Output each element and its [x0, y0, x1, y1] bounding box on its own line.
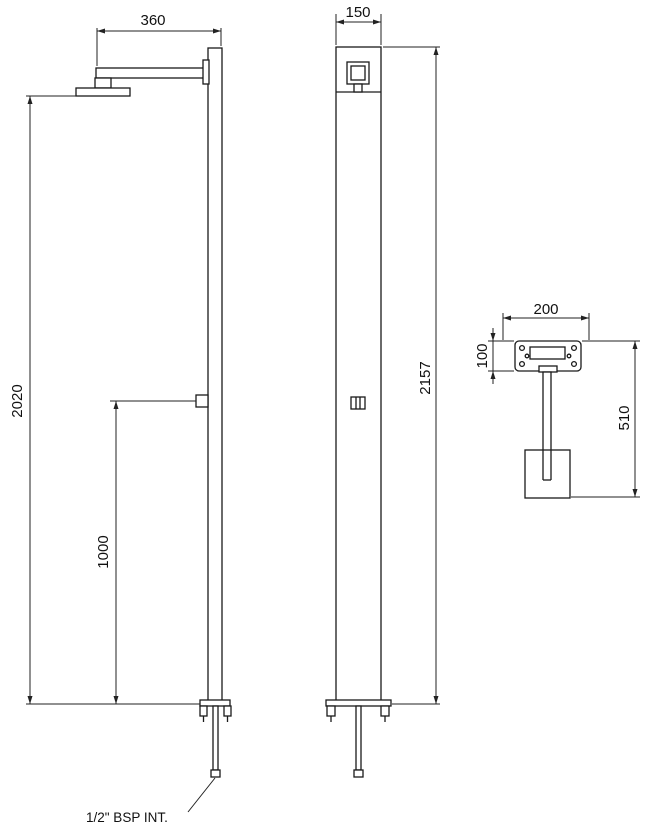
side-supply-pipe [212, 705, 219, 771]
dim-head-height: 2020 [9, 384, 26, 417]
side-pipe-fitting [210, 769, 221, 778]
shower-head [75, 87, 131, 97]
front-pipe-fitting [353, 769, 364, 778]
front-base-plate [325, 699, 392, 707]
side-base-plate [199, 699, 231, 707]
front-foot-left [326, 705, 336, 717]
dim-base-offset: 510 [616, 405, 633, 430]
base-view: 200 100 510 [474, 301, 640, 499]
base-head-outline [524, 449, 571, 499]
front-head-inner [350, 65, 366, 81]
side-foot-left [199, 705, 208, 717]
front-column [335, 46, 382, 705]
dim-arm-reach: 360 [140, 12, 165, 29]
base-arm-connector [538, 365, 558, 373]
bolt-hole-ml [524, 353, 530, 359]
bolt-hole-br [570, 360, 578, 368]
side-column [207, 47, 223, 705]
bolt-hole-mr [566, 353, 572, 359]
dim-mixer-height: 1000 [95, 535, 112, 568]
bolt-hole-tr [570, 344, 578, 352]
front-head-neck [353, 83, 363, 93]
front-foot-right [380, 705, 390, 717]
dim-column-width: 150 [345, 4, 370, 21]
side-view: 360 2020 1000 1/2" BSP INT. [9, 12, 232, 825]
side-foot-right [223, 705, 232, 717]
arm-wall-flange [202, 59, 210, 85]
front-mixer [350, 396, 366, 410]
dim-base-depth: 100 [474, 343, 491, 368]
dim-total-height: 2157 [417, 361, 434, 394]
side-mixer [195, 394, 209, 408]
shower-head-neck [94, 77, 112, 89]
dim-base-width: 200 [533, 301, 558, 318]
note-connection: 1/2" BSP INT. [86, 810, 168, 825]
bolt-hole-bl [518, 360, 526, 368]
front-view: 150 2157 [325, 4, 440, 778]
front-supply-pipe [355, 705, 362, 771]
base-plate-inner [529, 346, 566, 360]
shower-arm [95, 67, 209, 79]
bolt-hole-tl [518, 344, 526, 352]
